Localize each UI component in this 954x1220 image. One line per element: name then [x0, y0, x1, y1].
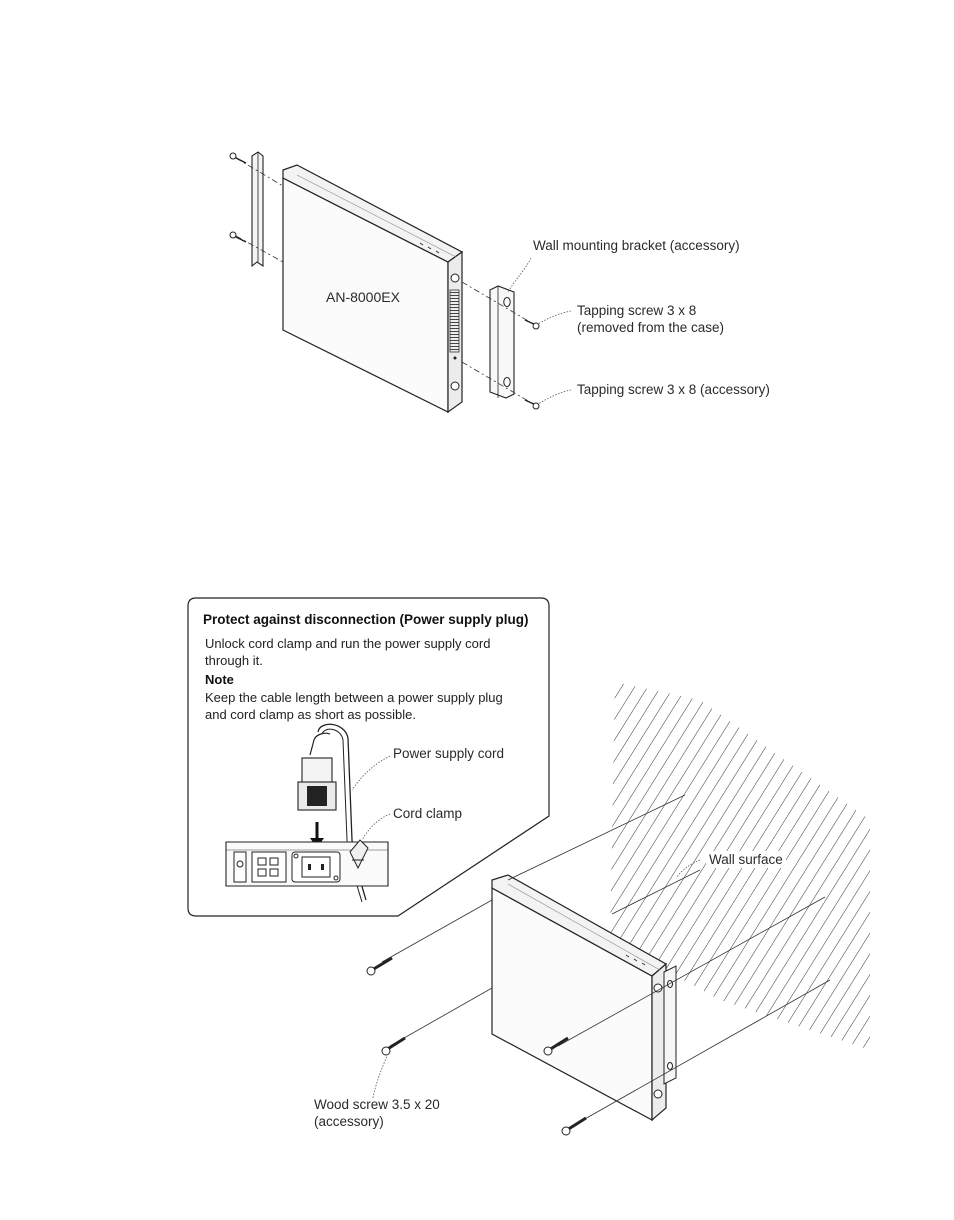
- power-plug-inset: [225, 723, 389, 903]
- right-screw-top-icon: [524, 319, 540, 330]
- wood-screw-1-icon: [366, 956, 393, 976]
- note-title: Protect against disconnection (Power sup…: [203, 612, 529, 627]
- screw-removed-label-line2: (removed from the case): [577, 320, 725, 335]
- screw-removed-label-line1: Tapping screw 3 x 8: [577, 303, 697, 318]
- wood-screw-label-line1: Wood screw 3.5 x 20: [314, 1097, 440, 1112]
- right-screw-bottom-icon: [524, 399, 540, 410]
- note-heading: Note: [205, 672, 234, 687]
- figure1-device: [282, 164, 464, 414]
- figure2-device: [491, 874, 677, 1122]
- cord-clamp-label: Cord clamp: [393, 806, 463, 821]
- wood-screw-4-icon: [561, 1116, 587, 1136]
- note-body-line2: and cord clamp as short as possible.: [205, 707, 416, 722]
- right-bracket: [461, 281, 531, 403]
- figure2-leaders: [372, 859, 701, 1099]
- note-leaders: [351, 755, 391, 841]
- device-label-fig1: AN-8000EX: [326, 289, 400, 305]
- left-bracket: [235, 151, 284, 268]
- wood-screw-label-line2: (accessory): [314, 1114, 384, 1129]
- wall-surface-label: Wall surface: [706, 851, 786, 868]
- note-body-line1: Keep the cable length between a power su…: [205, 690, 503, 705]
- wood-screw-3-icon: [543, 1036, 569, 1056]
- bracket-label: Wall mounting bracket (accessory): [533, 238, 740, 253]
- figure2-guides: [381, 794, 831, 1125]
- left-screw-top-icon: [229, 152, 247, 164]
- left-screw-bottom-icon: [229, 231, 247, 243]
- note-text-line2: through it.: [205, 653, 263, 668]
- power-cord-label: Power supply cord: [393, 746, 505, 761]
- note-callout-box: [187, 597, 550, 917]
- screw-accessory-label: Tapping screw 3 x 8 (accessory): [577, 382, 770, 397]
- wood-screw-2-icon: [381, 1036, 406, 1056]
- figure1-leaders: [507, 257, 572, 405]
- note-text-line1: Unlock cord clamp and run the power supp…: [205, 636, 491, 651]
